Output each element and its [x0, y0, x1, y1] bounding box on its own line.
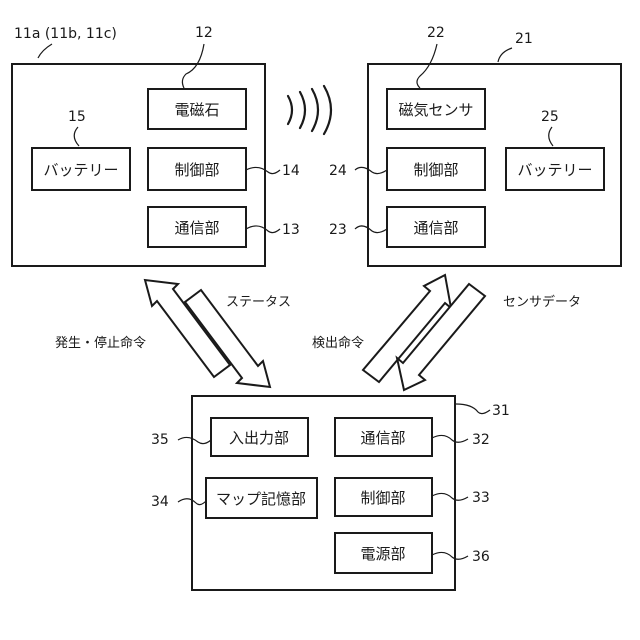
electromagnet-label: 電磁石 — [174, 101, 219, 119]
server: 31 入出力部 35 通信部 32 マップ記憶部 34 制御部 33 電源部 3… — [151, 396, 510, 590]
detect-command-label: 検出命令 — [312, 335, 364, 351]
device-a-id-leader — [38, 44, 52, 58]
server-comm-label: 通信部 — [360, 429, 405, 447]
device-b-comm-number: 23 — [329, 222, 347, 238]
device-a: 11a (11b, 11c) 電磁石 12 バッテリー 15 制御部 14 通信… — [12, 25, 300, 266]
server-controller-label: 制御部 — [360, 489, 405, 507]
device-a-comm-label: 通信部 — [174, 219, 219, 237]
device-b-id-label: 21 — [515, 31, 533, 47]
device-a-controller-number: 14 — [282, 163, 300, 179]
electromagnet-number: 12 — [195, 25, 213, 41]
device-b: 21 磁気センサ 22 制御部 24 バッテリー 25 通信部 23 — [329, 25, 621, 266]
sensor-data-label: センサデータ — [503, 294, 581, 310]
device-a-comm-number: 13 — [282, 222, 300, 238]
device-b-battery-number: 25 — [541, 109, 559, 125]
power-number: 36 — [472, 549, 490, 565]
server-comm-number: 32 — [472, 432, 490, 448]
device-a-battery-number: 15 — [68, 109, 86, 125]
map-storage-label: マップ記憶部 — [216, 490, 306, 508]
power-label: 電源部 — [360, 545, 405, 563]
server-id-label: 31 — [492, 403, 510, 419]
device-b-id-leader — [498, 48, 512, 62]
server-controller-number: 33 — [472, 490, 490, 506]
device-b-battery-label: バッテリー — [517, 161, 592, 179]
magnetic-sensor-label: 磁気センサ — [398, 101, 473, 119]
device-a-battery-label: バッテリー — [43, 161, 118, 179]
io-number: 35 — [151, 432, 169, 448]
device-a-controller-label: 制御部 — [174, 161, 219, 179]
server-id-leader — [456, 404, 490, 414]
magnetic-sensor-number: 22 — [427, 25, 445, 41]
device-b-controller-number: 24 — [329, 163, 347, 179]
device-b-comm-label: 通信部 — [413, 219, 458, 237]
magnetic-wave-icon — [288, 86, 331, 134]
map-storage-number: 34 — [151, 494, 169, 510]
start-stop-command-label: 発生・停止命令 — [55, 335, 146, 351]
device-b-controller-label: 制御部 — [413, 161, 458, 179]
device-a-id-label: 11a (11b, 11c) — [14, 26, 117, 42]
status-label: ステータス — [226, 295, 291, 310]
io-label: 入出力部 — [229, 429, 289, 447]
